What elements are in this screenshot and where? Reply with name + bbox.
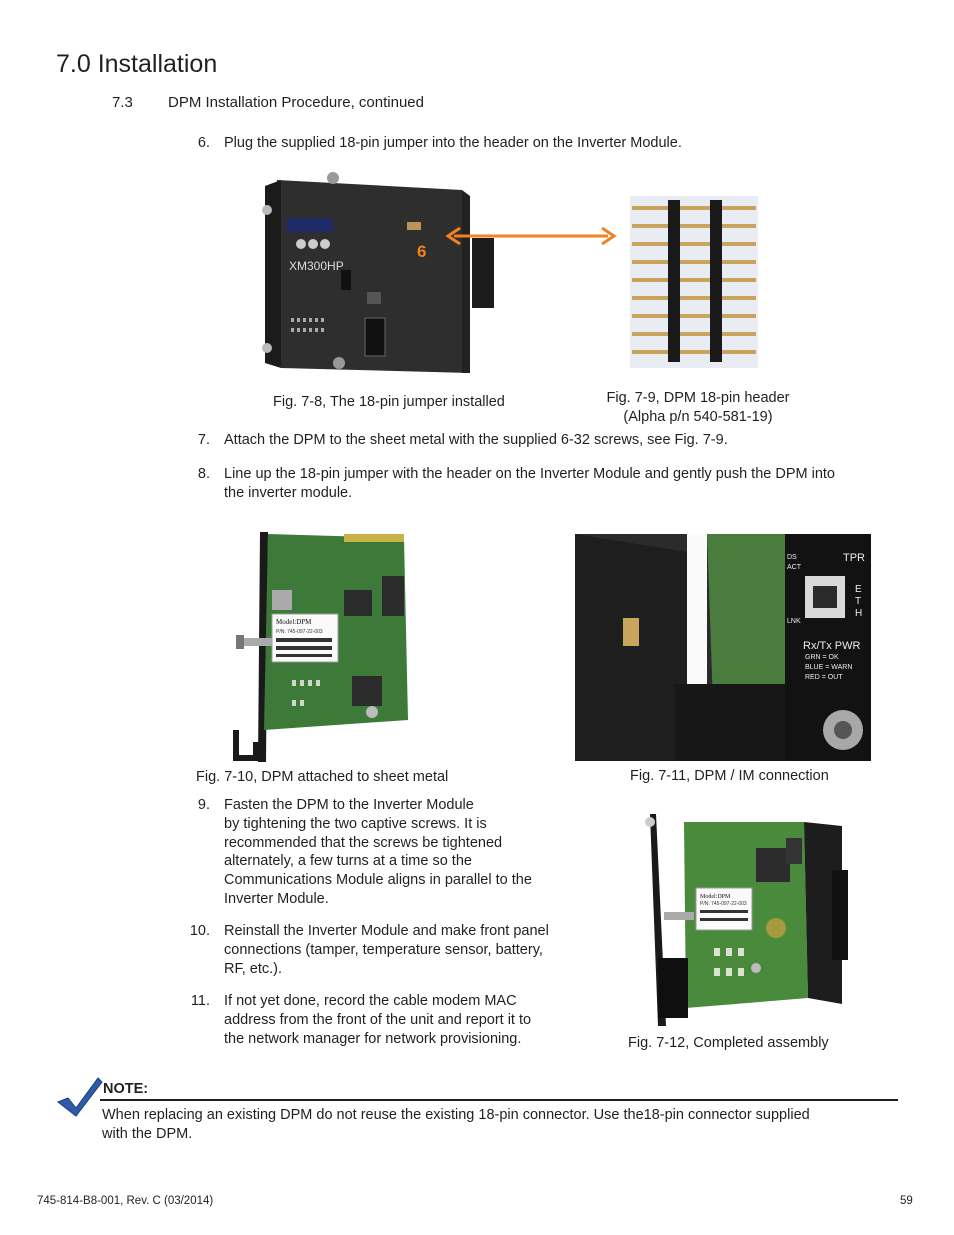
figure-7-11-red-label: RED = OUT — [805, 674, 843, 681]
step-8-number: 8. — [197, 466, 210, 482]
figure-7-8-logo: XM300HP — [289, 259, 344, 273]
figure-7-10-label-line1: Model:DPM — [276, 618, 312, 626]
figure-7-8-inverter-photo: XM300HP 6 — [257, 168, 497, 382]
figure-7-9-header-photo — [630, 196, 758, 368]
step-9-line2: by tightening the two captive screws. It… — [224, 816, 487, 832]
figure-7-11-grn-label: GRN = OK — [805, 654, 839, 661]
figure-7-8-caption: Fig. 7-8, The 18-pin jumper installed — [273, 394, 505, 410]
figure-7-11-eth-label: E T H — [855, 584, 863, 619]
step-9-line5: Communications Module aligns in parallel… — [224, 872, 532, 888]
step-11-line1: If not yet done, record the cable modem … — [224, 993, 517, 1009]
note-line1: When replacing an existing DPM do not re… — [102, 1107, 810, 1123]
step-11-line2: address from the front of the unit and r… — [224, 1012, 532, 1028]
step-7-number: 7. — [197, 432, 210, 448]
step-10-line3: RF, etc.). — [224, 961, 283, 977]
figure-7-10-caption: Fig. 7-10, DPM attached to sheet metal — [196, 769, 449, 785]
checkmark-icon — [57, 1077, 103, 1117]
step-9-number: 9. — [197, 797, 210, 813]
step-11-number: 11. — [190, 993, 210, 1009]
subsection-number: 7.3 — [112, 94, 133, 111]
step-9-line1: Fasten the DPM to the Inverter Module — [224, 797, 474, 813]
step-11-line3: the network manager for network provisio… — [224, 1031, 522, 1047]
footer-page-number: 59 — [900, 1195, 913, 1207]
figure-7-12-assembly-photo: Model:DPM P/N: 745-097-22-003 — [636, 808, 852, 1028]
note-divider — [100, 1099, 898, 1101]
figure-7-11-ds-label: DS — [787, 554, 797, 561]
figure-7-12-label-line2: P/N: 745-097-22-003 — [700, 901, 747, 907]
figure-7-11-lnk-label: LNK — [787, 618, 801, 625]
section-title: 7.0 Installation — [56, 50, 218, 78]
note-line2: with the DPM. — [102, 1126, 193, 1142]
step-8-text-line1: Line up the 18-pin jumper with the heade… — [224, 466, 835, 482]
figure-7-12-label-line1: Model:DPM — [700, 894, 731, 900]
note-heading: NOTE: — [103, 1081, 149, 1097]
subsection-title: DPM Installation Procedure, continued — [168, 94, 424, 111]
step-10-line2: connections (tamper, temperature sensor,… — [224, 942, 543, 958]
step-10-number: 10. — [189, 923, 210, 939]
step-9-line6: Inverter Module. — [224, 891, 329, 907]
step-6-number: 6. — [197, 135, 210, 151]
figure-7-11-caption: Fig. 7-11, DPM / IM connection — [630, 768, 829, 784]
figure-7-10-label-line2: P/N: 745-097-22-003 — [276, 629, 323, 635]
figure-7-11-rxtx-label: Rx/Tx PWR — [803, 640, 861, 652]
figure-7-12-caption: Fig. 7-12, Completed assembly — [628, 1035, 829, 1051]
figure-7-9-caption-line1: Fig. 7-9, DPM 18-pin header — [606, 390, 790, 406]
step-9-line4: alternately, a few turns at a time so th… — [224, 853, 472, 869]
figure-7-10-dpm-photo: Model:DPM P/N: 745-097-22-003 — [232, 530, 412, 762]
step-6-text: Plug the supplied 18-pin jumper into the… — [224, 135, 682, 151]
step-9-line3: recommended that the screws be tightened — [224, 835, 503, 851]
figure-7-11-tpr-label: TPR — [843, 552, 865, 564]
figure-7-11-act-label: ACT — [787, 564, 801, 571]
figure-7-11-connection-photo: DS ACT TPR E T H LNK Rx/Tx PWR GRN = OK … — [575, 534, 871, 761]
step-10-line1: Reinstall the Inverter Module and make f… — [224, 923, 549, 939]
double-arrow-icon — [445, 226, 617, 246]
figure-7-8-callout: 6 — [417, 242, 427, 261]
figure-7-9-caption-line2: (Alpha p/n 540-581-19) — [623, 409, 773, 425]
figure-7-11-blue-label: BLUE = WARN — [805, 664, 853, 671]
step-8-text-line2: the inverter module. — [224, 485, 353, 501]
step-7-text: Attach the DPM to the sheet metal with t… — [224, 432, 728, 448]
footer-document-id: 745-814-B8-001, Rev. C (03/2014) — [37, 1195, 214, 1207]
